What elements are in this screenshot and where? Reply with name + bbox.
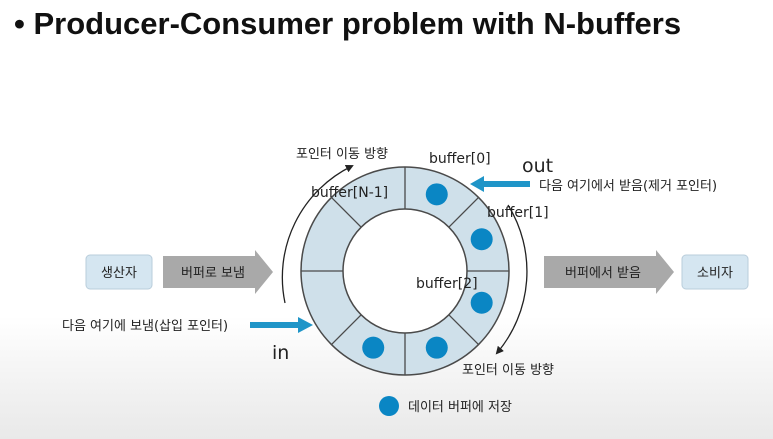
title-bullet: • (14, 6, 25, 41)
producer-label: 생산자 (101, 266, 137, 281)
data-dot (470, 228, 493, 251)
consumer-box (681, 254, 749, 290)
buffer-1-label: buffer[1] (487, 205, 549, 221)
send-label: 버퍼로 보냄 (181, 266, 245, 281)
in-pointer-arrow (250, 317, 313, 333)
ring-divider (331, 314, 362, 345)
buffer-2-label: buffer[2] (416, 276, 478, 292)
direction-label-bottom: 포인터 이동 방향 (462, 363, 554, 378)
buffer-0-label: buffer[0] (429, 151, 491, 167)
ring-dividers (301, 167, 509, 375)
data-dots (362, 183, 493, 359)
receive-label: 버퍼에서 받음 (565, 266, 641, 281)
data-dot (470, 291, 493, 314)
data-dot (362, 336, 385, 359)
ring-inner (342, 208, 468, 334)
in-label: in (272, 342, 289, 364)
out-description: 다음 여기에서 받음(제거 포인터) (539, 179, 717, 194)
out-pointer-arrow (470, 176, 530, 192)
receive-arrow (544, 250, 674, 294)
ring-buffer (300, 166, 510, 376)
legend-label: 데이터 버퍼에 저장 (408, 400, 512, 415)
data-dot (425, 183, 448, 206)
out-label: out (522, 155, 553, 177)
send-arrow (163, 250, 273, 294)
ring-divider (331, 197, 362, 228)
direction-arc-top (281, 165, 354, 304)
data-dot (425, 336, 448, 359)
buffer-n1-label: buffer[N-1] (311, 185, 388, 201)
ring-divider (448, 197, 479, 228)
direction-arc-bottom (495, 204, 528, 355)
direction-label-top: 포인터 이동 방향 (296, 147, 388, 162)
slide-title: • Producer-Consumer problem with N-buffe… (14, 6, 681, 42)
consumer-label: 소비자 (697, 266, 733, 281)
legend-dot (379, 396, 399, 416)
in-description: 다음 여기에 보냄(삽입 포인터) (62, 319, 228, 334)
ring-divider (448, 314, 479, 345)
title-text: Producer-Consumer problem with N-buffers (33, 6, 682, 41)
producer-box (85, 254, 153, 290)
